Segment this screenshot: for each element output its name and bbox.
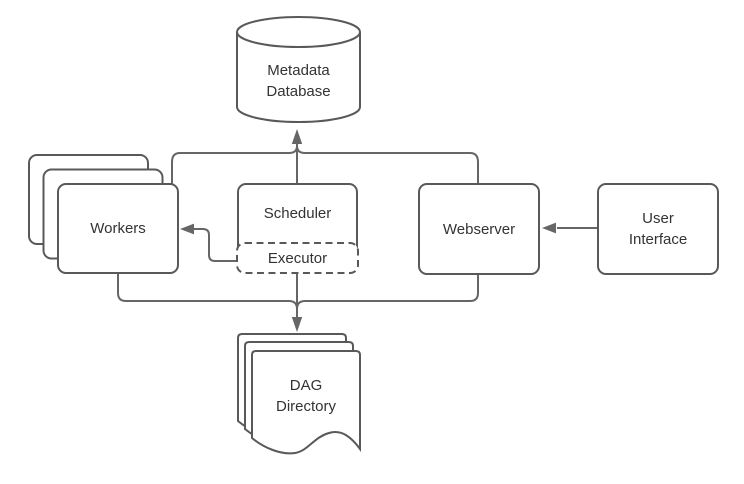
arrowhead-to-webserver (542, 222, 556, 234)
workers-box-front (57, 183, 179, 274)
edge-bottom-rail-left (117, 273, 298, 310)
user-interface-box (597, 183, 719, 275)
edge-executor-to-workers (194, 228, 238, 262)
executor-dashed-box (236, 242, 359, 274)
arrowhead-to-dag-directory (291, 317, 303, 332)
arrowhead-to-database (291, 129, 303, 144)
edge-bottom-rail-right (296, 274, 479, 310)
webserver-box (418, 183, 540, 275)
edge-top-rail-right (296, 145, 479, 184)
dag-directory-doc-front (251, 350, 361, 455)
arrowhead-to-workers (180, 223, 194, 235)
edge-top-rail-left (171, 145, 298, 184)
metadata-database-cylinder (236, 16, 361, 123)
metadata-database-cylinder-lid (236, 31, 361, 48)
